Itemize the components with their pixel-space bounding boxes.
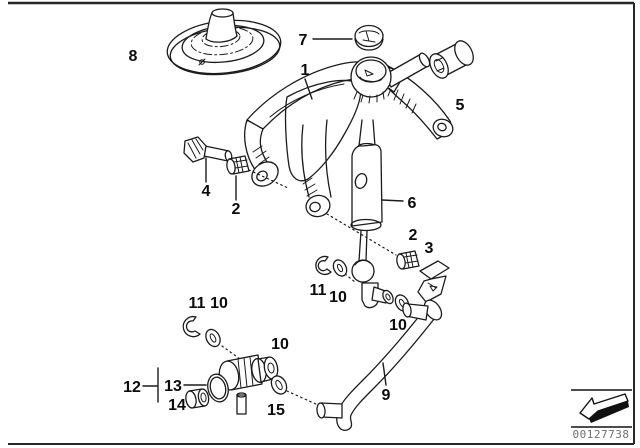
part-label-11-left: 11 xyxy=(189,295,206,312)
leader-line-9 xyxy=(382,362,387,386)
part-label-10-elbow: 10 xyxy=(389,317,407,334)
part-6-damper xyxy=(350,119,394,309)
part-label-4: 4 xyxy=(202,183,211,200)
leader-line-6 xyxy=(381,199,404,202)
part-4-pin xyxy=(183,136,233,163)
part-label-3: 3 xyxy=(425,240,434,257)
page-frame xyxy=(8,1,635,445)
diagram-stamp: 00127738 xyxy=(571,389,632,441)
part-label-5: 5 xyxy=(456,97,465,114)
part-label-10-right: 10 xyxy=(329,289,347,306)
leader-line-1 xyxy=(304,78,313,100)
part-10-washer-left xyxy=(205,328,221,348)
part-label-1: 1 xyxy=(301,62,310,79)
part-label-13: 13 xyxy=(164,378,182,395)
part-label-12: 12 xyxy=(123,379,141,396)
part-label-2-left: 2 xyxy=(232,201,241,218)
leader-bracket-12 xyxy=(142,367,207,403)
image-number: 00127738 xyxy=(573,428,630,441)
part-1-shift-arm xyxy=(244,52,454,218)
part-label-10-left: 10 xyxy=(210,295,228,312)
part-3-bracket xyxy=(417,260,450,303)
part-15-pin xyxy=(236,392,247,415)
callout-labels: 8 7 1 5 4 2 6 2 3 11 10 11 10 10 12 13 1… xyxy=(123,32,464,419)
part-5-bearing-bush xyxy=(429,40,474,79)
part-2-nut-left xyxy=(226,155,250,175)
part-label-9: 9 xyxy=(382,387,391,404)
part-label-6: 6 xyxy=(408,195,417,212)
part-10-washer-bottom xyxy=(270,375,288,395)
part-label-15: 15 xyxy=(267,402,285,419)
part-label-8: 8 xyxy=(129,48,138,65)
part-label-10-socket: 10 xyxy=(271,336,289,353)
part-7-cap xyxy=(354,24,384,51)
part-label-7: 7 xyxy=(299,32,308,49)
part-label-2-right: 2 xyxy=(409,227,418,244)
part-2-nut-right xyxy=(396,250,420,270)
part-10-washer-right xyxy=(332,259,348,277)
part-9-selector-rod xyxy=(316,299,443,432)
part-label-11-right: 11 xyxy=(310,282,327,299)
part-11-circlip-left xyxy=(182,315,201,338)
part-label-14: 14 xyxy=(168,397,186,414)
back-arrow-icon xyxy=(579,393,629,423)
leader-lines xyxy=(142,38,404,403)
part-14-bush xyxy=(185,388,210,409)
part-13-o-ring xyxy=(207,373,229,403)
part-8-boot xyxy=(166,8,282,76)
part-11-circlip-right xyxy=(315,255,332,276)
